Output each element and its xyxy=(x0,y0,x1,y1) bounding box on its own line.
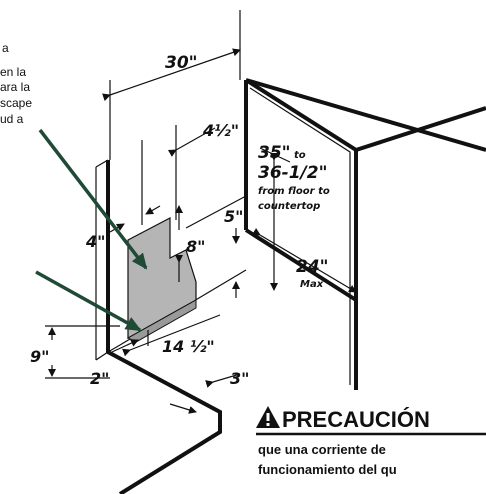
note-line-2: en la xyxy=(0,65,26,79)
warning-line-2: funcionamiento del qu xyxy=(258,462,397,477)
dim-5-label: 5" xyxy=(224,207,243,226)
cabinet-inner-edge xyxy=(249,87,351,385)
dim-line-145 xyxy=(122,314,221,357)
cabinet-top-back-edge xyxy=(245,78,486,152)
warning-title: PRECAUCIÓN xyxy=(282,407,430,432)
dimension-lines xyxy=(45,10,357,414)
dim-45-label: 4½" xyxy=(202,121,239,140)
dim-8-label: 8" xyxy=(186,237,205,256)
warning-triangle-icon xyxy=(256,406,280,428)
dim-145-label: 14 ½" xyxy=(162,337,215,356)
floor-join xyxy=(107,344,121,353)
dim-line-4-right xyxy=(145,205,161,215)
note-line-1: a xyxy=(2,41,9,55)
wall-top-cap xyxy=(95,159,109,168)
note-text: a en la ara la scape ud a xyxy=(0,41,32,126)
dim-max-label: Max xyxy=(300,279,324,290)
note-line-4: scape xyxy=(0,96,32,110)
dim-24-label: 24" xyxy=(296,257,329,277)
warning-line-1: que una corriente de xyxy=(258,442,386,457)
dim-line-3-left xyxy=(169,403,197,414)
wall-floor-outline xyxy=(106,160,222,494)
dim-line-2 xyxy=(111,339,139,353)
utility-opening xyxy=(126,217,197,343)
dim-ext-5-top xyxy=(185,195,247,229)
cabinet xyxy=(244,78,486,390)
dim-line-3-right xyxy=(205,373,241,388)
dim-36-label: 36-1/2" xyxy=(258,163,327,183)
note-line-5: ud a xyxy=(0,112,24,126)
dim-line-24 xyxy=(251,227,357,293)
cabinet-front-edge xyxy=(244,78,358,390)
warning-block: PRECAUCIÓN que una corriente de funciona… xyxy=(256,406,486,477)
dim-9-label: 9" xyxy=(30,347,49,366)
dim-30-label: 30" xyxy=(165,53,198,73)
from-floor-label: from floor to xyxy=(258,186,330,197)
arrow-to-floor xyxy=(35,270,142,332)
dim-line-45 xyxy=(167,127,216,157)
dim-ext-35-top xyxy=(259,147,291,163)
dim-4-label: 4" xyxy=(85,232,105,251)
pointer-arrows xyxy=(35,128,148,332)
dim-line-30 xyxy=(102,48,241,102)
arrow-to-opening xyxy=(38,128,148,270)
cabinet-top-front-edge xyxy=(355,106,486,152)
wall-bottom-cap xyxy=(95,351,109,361)
dimension-labels: 30" 4½" 35" to 36-1/2" from floor to cou… xyxy=(30,53,330,388)
countertop-label: countertop xyxy=(258,201,320,212)
dim-35-label: 35" xyxy=(258,143,291,163)
dim-3-label: 3" xyxy=(230,369,249,388)
dim-2-label: 2" xyxy=(90,369,109,388)
note-line-3: ara la xyxy=(0,80,30,94)
dim-to-label: to xyxy=(294,150,306,161)
